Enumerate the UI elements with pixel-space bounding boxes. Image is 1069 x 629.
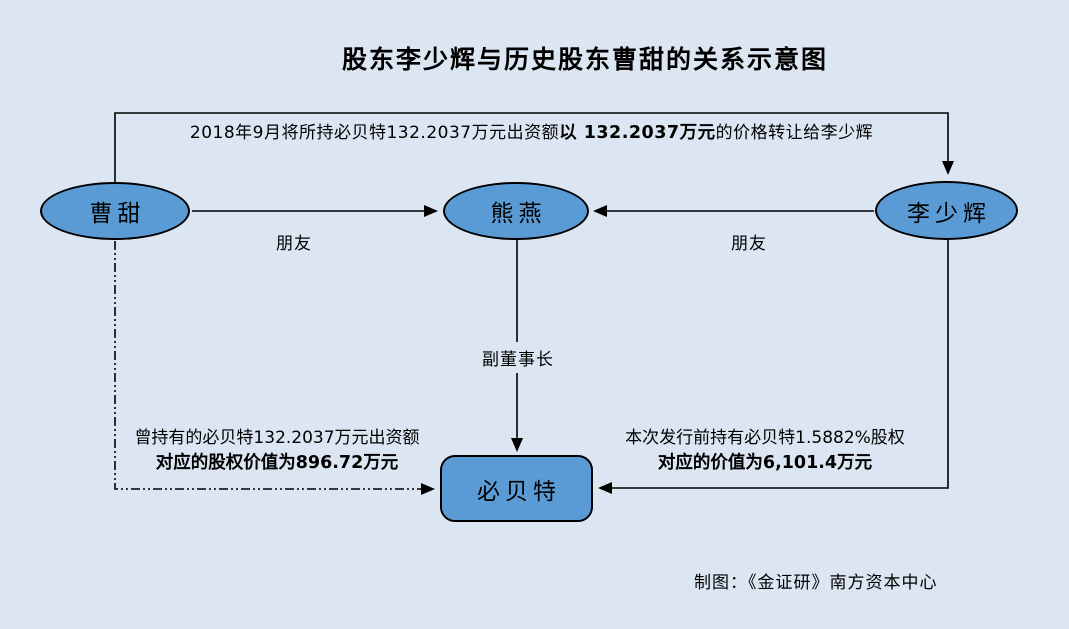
- node-xiong-yan-label: 熊燕: [490, 201, 547, 227]
- node-li-shaohui: 李少辉: [875, 181, 1018, 240]
- transfer-edge-label-suffix: 的价格转让给李少辉: [715, 123, 874, 143]
- cao-holding-line1: 曾持有的必贝特132.2037万元出资额: [134, 428, 420, 448]
- vice-chairman-label: 副董事长: [478, 342, 558, 373]
- node-li-shaohui-label: 李少辉: [907, 200, 991, 227]
- transfer-edge-label: 2018年9月将所持必贝特132.2037万元出资额以 132.2037万元的价…: [115, 118, 948, 144]
- node-cao-tian-label: 曹甜: [89, 201, 146, 227]
- node-bibet-label: 必贝特: [477, 478, 561, 505]
- transfer-edge-label-bold-amount: 以 132.2037万元: [559, 123, 716, 143]
- friend-label-left: 朋友: [276, 234, 312, 254]
- diagram-title: 股东李少辉与历史股东曹甜的关系示意图: [341, 45, 828, 74]
- credit-line: 制图：《金证研》南方资本中心: [694, 573, 938, 593]
- li-holding-line2: 对应的价值为6,101.4万元: [657, 453, 873, 473]
- transfer-edge-label-prefix: 2018年9月将所持必贝特132.2037万元出资额: [189, 123, 560, 143]
- li-holding-line1: 本次发行前持有必贝特1.5882%股权: [625, 428, 905, 448]
- node-xiong-yan: 熊燕: [443, 182, 589, 240]
- node-bibet: 必贝特: [440, 455, 593, 522]
- li-holding-annotation: 本次发行前持有必贝特1.5882%股权 对应的价值为6,101.4万元: [602, 426, 928, 476]
- cao-holding-line2: 对应的股权价值为896.72万元: [155, 453, 399, 473]
- friend-label-right: 朋友: [731, 234, 767, 254]
- node-cao-tian: 曹甜: [40, 182, 190, 240]
- cao-holding-annotation: 曾持有的必贝特132.2037万元出资额 对应的股权价值为896.72万元: [112, 426, 442, 476]
